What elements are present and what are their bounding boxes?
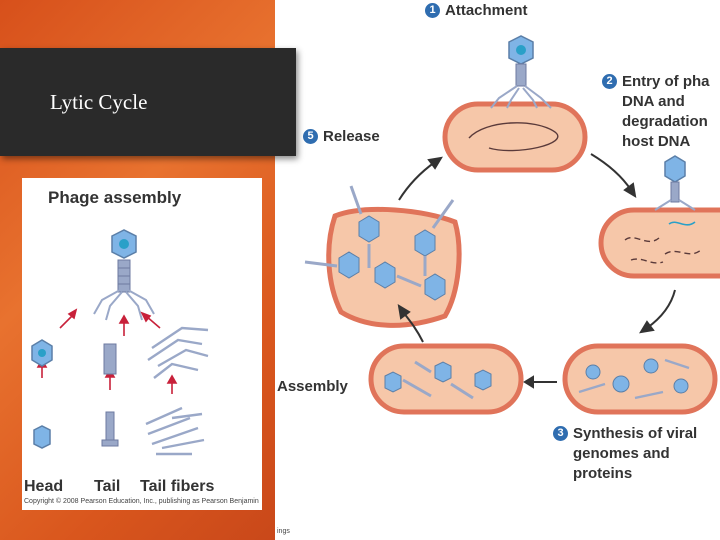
step-5-label: 5 Release	[303, 128, 380, 145]
assembly-label: Assembly	[277, 378, 348, 395]
step-2-line-3: degradation	[622, 113, 708, 130]
copyright-note: Copyright © 2008 Pearson Education, Inc.…	[24, 498, 259, 505]
step-1-label: 1 Attachment	[425, 2, 528, 19]
footer-fragment: ings	[277, 528, 290, 535]
release-cell	[304, 185, 462, 328]
phage-assembly-heading: Phage assembly	[48, 188, 182, 207]
synthesis-cell	[562, 343, 718, 415]
entry-cell	[598, 207, 720, 279]
tail-label: Tail	[94, 478, 121, 495]
step-2-number: 2	[602, 74, 617, 89]
step-5-number: 5	[303, 129, 318, 144]
phage-head-part	[31, 339, 53, 449]
injecting-phage	[654, 155, 696, 211]
attachment-cell	[442, 101, 588, 173]
attaching-phage	[490, 35, 552, 109]
assembly-cell	[368, 343, 524, 415]
lytic-cycle-illustration	[304, 35, 720, 415]
step-3-line-1: Synthesis of viral	[573, 425, 698, 442]
step-3-number: 3	[553, 426, 568, 441]
step-2-line-2: DNA and	[622, 93, 685, 110]
title-box	[0, 48, 296, 156]
phage-tail-part	[101, 343, 119, 447]
lytic-cycle-diagram: 1 Attachment 2 Entry of pha DNA and degrad…	[275, 0, 720, 540]
step-3-label: 3 Synthesis of viral genomes and proteins	[553, 424, 697, 484]
phage-assembly-inset: Phage assembly Head Tail Tail fibers Cop…	[22, 178, 262, 510]
step-2-line-4: host DNA	[622, 133, 691, 150]
tail-fibers-label: Tail fibers	[140, 478, 215, 495]
phage-assembly-illustration	[31, 229, 209, 456]
step-1-number: 1	[425, 3, 440, 18]
step-3-line-3: proteins	[573, 465, 633, 482]
slide-title: Lytic Cycle	[50, 90, 148, 114]
step-5-text: Release	[323, 128, 380, 145]
step-1-text: Attachment	[445, 2, 528, 19]
tail-fibers-part	[145, 326, 209, 456]
head-label: Head	[24, 478, 64, 495]
assembled-phage	[93, 229, 155, 321]
step-2-line-1: Entry of pha	[622, 73, 710, 90]
step-2-label: 2 Entry of pha DNA and degradation host D…	[602, 72, 710, 152]
step-3-line-2: genomes and	[573, 445, 670, 462]
